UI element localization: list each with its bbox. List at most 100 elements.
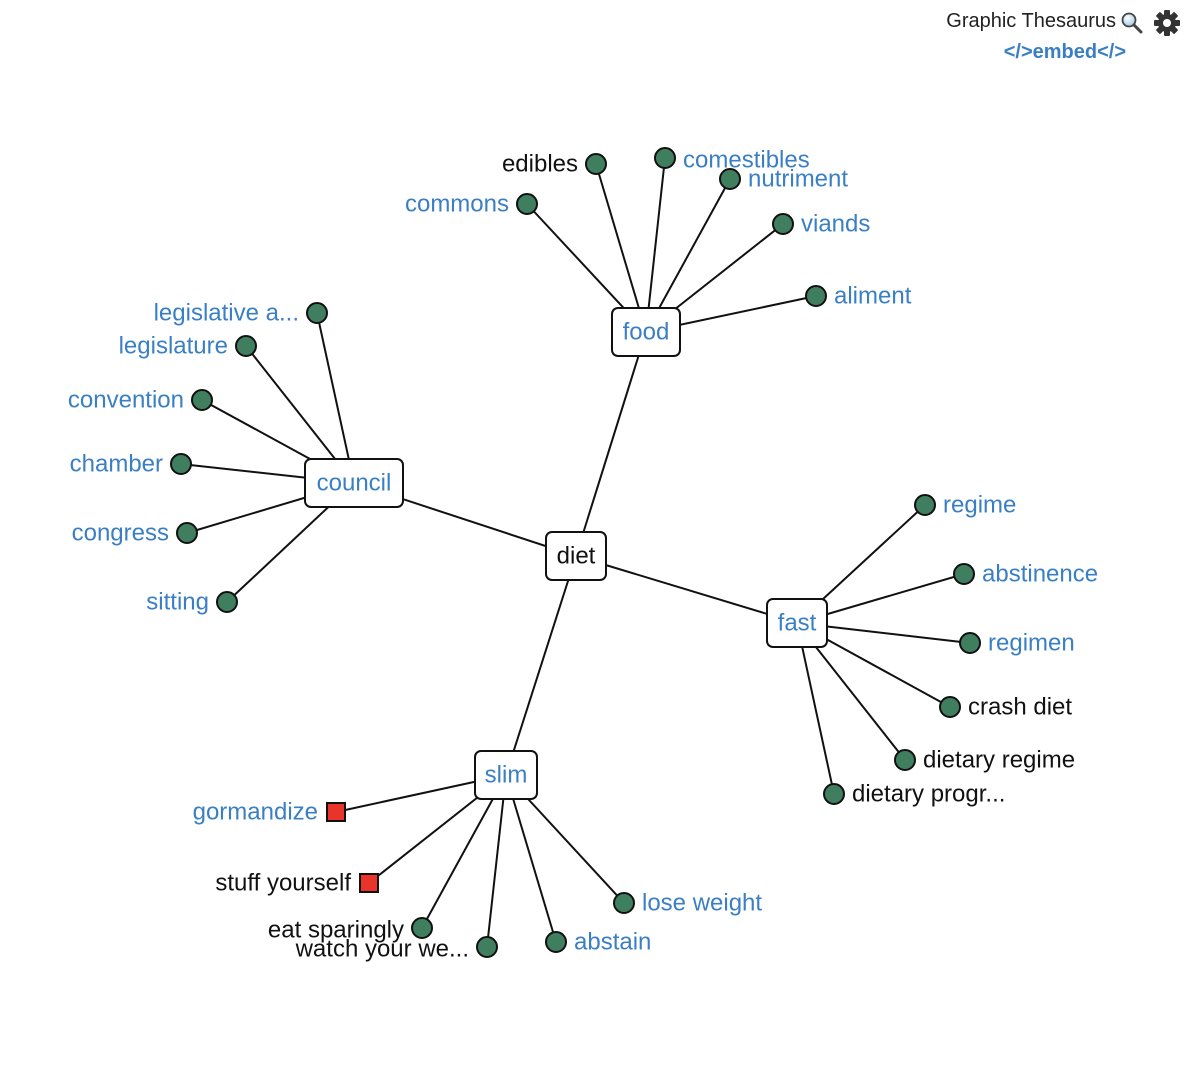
leaf-node-viands[interactable]: viands: [772, 211, 870, 238]
leaf-label[interactable]: crash diet: [968, 694, 1072, 721]
leaf-node-crash-diet[interactable]: crash diet: [939, 694, 1072, 721]
leaf-node-eat-sparingly[interactable]: eat sparingly: [268, 917, 433, 944]
hub-node-food[interactable]: food: [611, 307, 681, 357]
header: Graphic Thesaurus: [892, 8, 1192, 68]
synonym-dot-marker: [411, 917, 433, 939]
embed-link[interactable]: </>embed</>: [1003, 41, 1126, 63]
synonym-dot-marker: [306, 302, 328, 324]
leaf-node-regime[interactable]: regime: [914, 492, 1016, 519]
leaf-label[interactable]: sitting: [146, 589, 209, 616]
leaf-node-nutriment[interactable]: nutriment: [719, 166, 848, 193]
leaf-node-edibles[interactable]: edibles: [502, 151, 607, 178]
edge-slim-abstain: [505, 774, 557, 943]
leaf-label[interactable]: regimen: [988, 630, 1075, 657]
leaf-node-gormandize[interactable]: gormandize: [193, 799, 346, 826]
leaf-label[interactable]: legislative a...: [154, 300, 299, 327]
leaf-label[interactable]: gormandize: [193, 799, 318, 826]
leaf-node-commons[interactable]: commons: [405, 191, 538, 218]
leaf-node-lose-weight[interactable]: lose weight: [613, 890, 762, 917]
synonym-dot-marker: [939, 696, 961, 718]
leaf-label[interactable]: commons: [405, 191, 509, 218]
leaf-node-legislative-a[interactable]: legislative a...: [154, 300, 328, 327]
leaf-node-aliment[interactable]: aliment: [805, 283, 912, 310]
leaf-node-comestibles[interactable]: comestibles: [654, 147, 810, 174]
synonym-dot-marker: [894, 749, 916, 771]
node-box: [611, 307, 681, 357]
synonym-dot-marker: [772, 213, 794, 235]
edge-food-edibles: [595, 163, 647, 333]
leaf-node-stuff-yourself[interactable]: stuff yourself: [215, 870, 379, 897]
leaf-label[interactable]: dietary progr...: [852, 781, 1005, 808]
antonym-square-marker: [359, 873, 379, 893]
node-label[interactable]: food: [623, 319, 670, 346]
brand-title[interactable]: Graphic Thesaurus: [946, 10, 1116, 32]
leaf-node-convention[interactable]: convention: [68, 387, 213, 414]
synonym-dot-marker: [516, 193, 538, 215]
root-node-diet[interactable]: diet: [545, 531, 607, 581]
leaf-label[interactable]: viands: [801, 211, 870, 238]
leaf-label[interactable]: stuff yourself: [215, 870, 351, 897]
leaf-node-watch-your-we[interactable]: watch your we...: [295, 936, 498, 963]
node-label[interactable]: diet: [557, 543, 596, 570]
hub-node-slim[interactable]: slim: [474, 750, 538, 800]
leaf-label[interactable]: lose weight: [642, 890, 762, 917]
edge-diet-food: [575, 331, 647, 557]
edge-diet-slim: [505, 555, 577, 776]
leaf-label[interactable]: regime: [943, 492, 1016, 519]
gear-icon[interactable]: [1152, 8, 1182, 38]
leaf-node-chamber[interactable]: chamber: [70, 451, 192, 478]
synonym-dot-marker: [914, 494, 936, 516]
edge-food-comestibles: [645, 157, 666, 333]
synonym-dot-marker: [953, 563, 975, 585]
search-icon[interactable]: [1120, 11, 1144, 35]
synonym-dot-marker: [216, 591, 238, 613]
hub-node-fast[interactable]: fast: [766, 598, 828, 648]
leaf-node-congress[interactable]: congress: [72, 520, 198, 547]
node-label[interactable]: council: [317, 470, 392, 497]
node-box: [304, 458, 404, 508]
leaf-node-dietary-regime[interactable]: dietary regime: [894, 747, 1075, 774]
edge-fast-dietary-progr: [796, 622, 835, 795]
leaf-label[interactable]: abstinence: [982, 561, 1098, 588]
leaf-label[interactable]: comestibles: [683, 147, 810, 174]
node-label[interactable]: fast: [778, 610, 817, 637]
node-label[interactable]: slim: [485, 762, 528, 789]
leaf-label[interactable]: watch your we...: [295, 936, 469, 963]
leaf-label[interactable]: edibles: [502, 151, 578, 178]
edge-slim-eat-sparingly: [421, 774, 507, 929]
synonym-dot-marker: [719, 168, 741, 190]
edge-food-nutriment: [645, 178, 731, 333]
leaf-label[interactable]: congress: [72, 520, 169, 547]
synonym-dot-marker: [654, 147, 676, 169]
leaf-node-abstinence[interactable]: abstinence: [953, 561, 1098, 588]
synonym-dot-marker: [823, 783, 845, 805]
synonym-dot-marker: [235, 335, 257, 357]
leaf-node-dietary-progr[interactable]: dietary progr...: [823, 781, 1005, 808]
leaf-node-legislature[interactable]: legislature: [119, 333, 257, 360]
synonym-dot-marker: [613, 892, 635, 914]
leaf-label[interactable]: legislature: [119, 333, 228, 360]
synonym-dot-marker: [805, 285, 827, 307]
leaf-node-regimen[interactable]: regimen: [959, 630, 1075, 657]
leaf-label[interactable]: dietary regime: [923, 747, 1075, 774]
node-box: [545, 531, 607, 581]
synonym-dot-marker: [170, 453, 192, 475]
leaf-label[interactable]: eat sparingly: [268, 917, 404, 944]
edge-diet-fast: [575, 555, 798, 624]
leaf-label[interactable]: abstain: [574, 929, 651, 956]
leaf-node-abstain[interactable]: abstain: [545, 929, 651, 956]
synonym-dot-marker: [545, 931, 567, 953]
synonym-dot-marker: [959, 632, 981, 654]
leaf-label[interactable]: chamber: [70, 451, 163, 478]
synonym-dot-marker: [585, 153, 607, 175]
leaf-label[interactable]: aliment: [834, 283, 912, 310]
leaf-label[interactable]: convention: [68, 387, 184, 414]
leaf-node-sitting[interactable]: sitting: [146, 589, 238, 616]
edge-slim-watch-your-we: [486, 774, 507, 948]
synonym-dot-marker: [476, 936, 498, 958]
node-box: [474, 750, 538, 800]
leaf-label[interactable]: nutriment: [748, 166, 848, 193]
hub-node-council[interactable]: council: [304, 458, 404, 508]
edge-council-legislative-a: [316, 312, 355, 484]
